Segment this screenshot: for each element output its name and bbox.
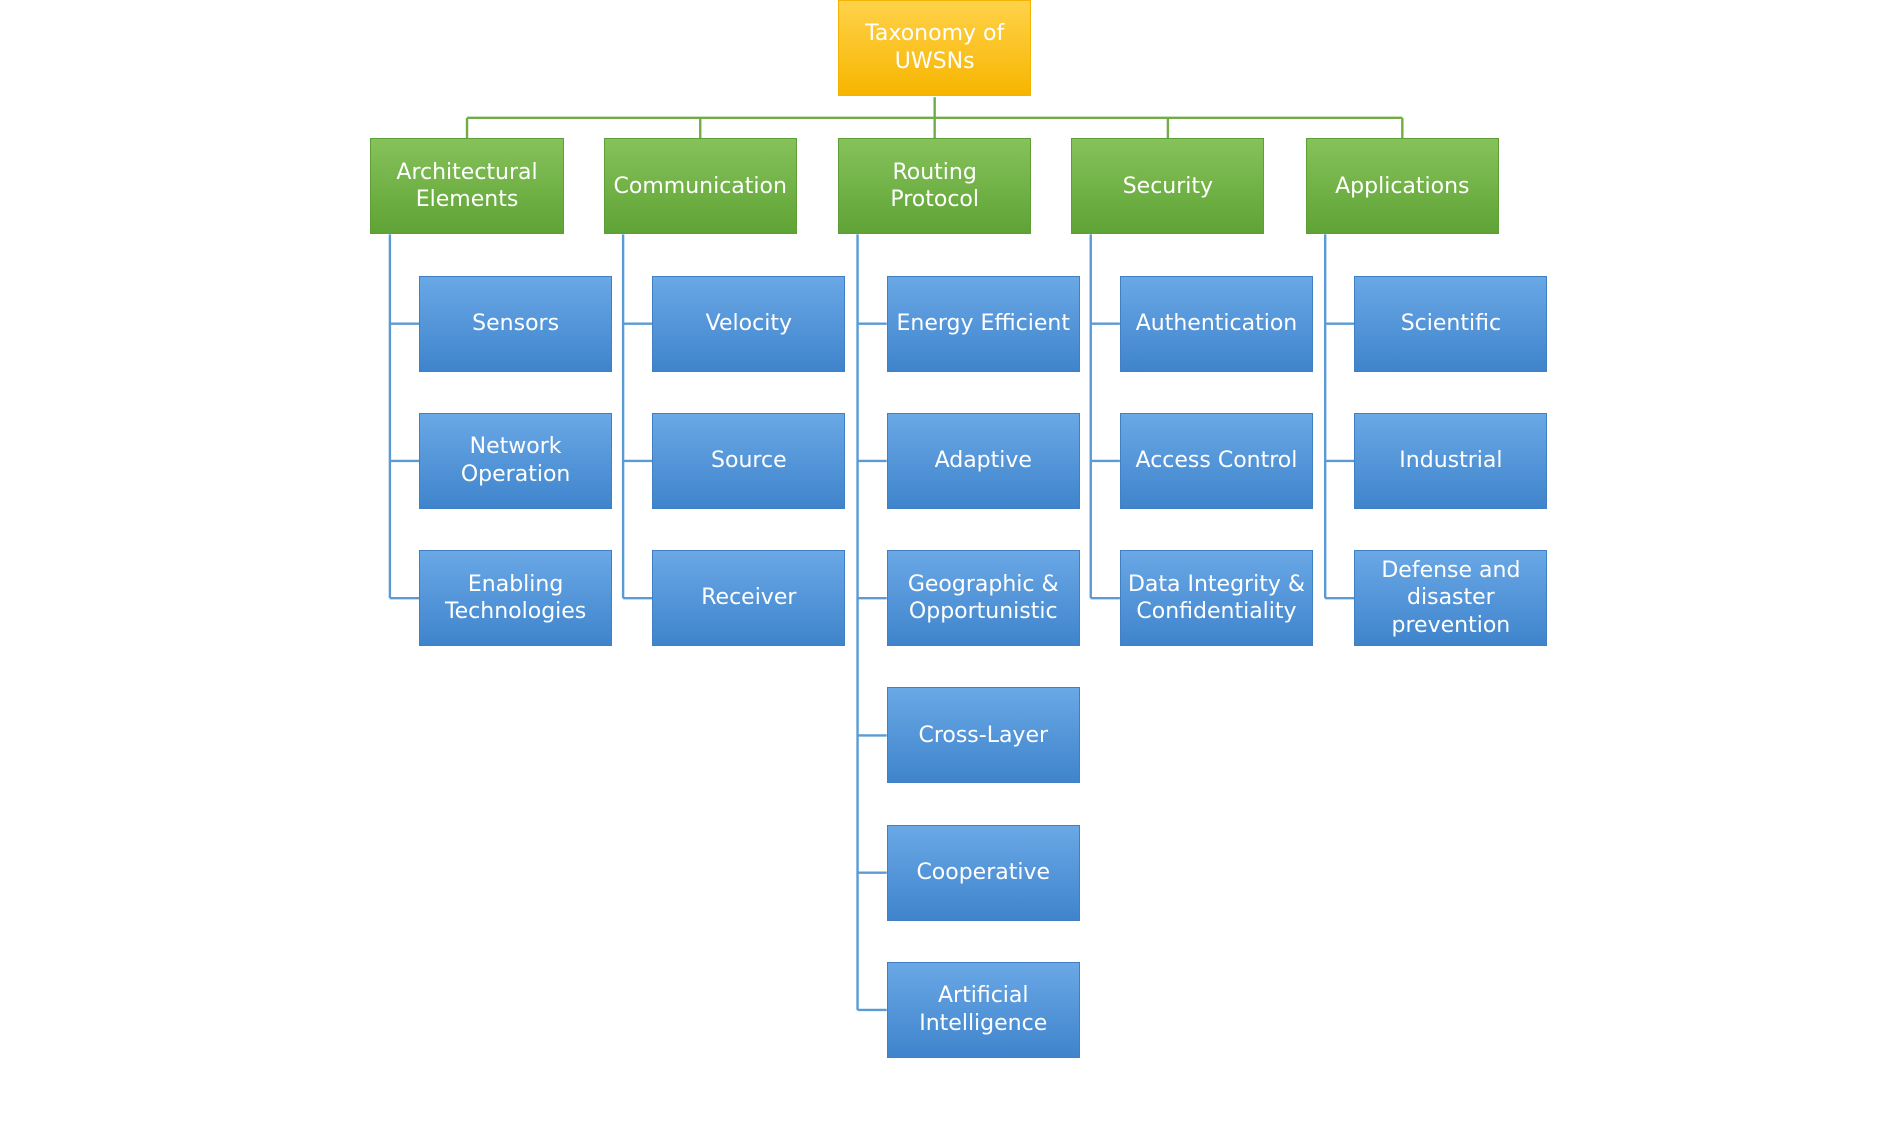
category-label: Architectural Elements: [396, 159, 538, 213]
leaf-defense-and-disaster-prevention: Defense and disaster prevention: [1354, 550, 1548, 647]
leaf-label: Receiver: [701, 585, 797, 611]
leaf-scientific: Scientific: [1354, 275, 1548, 372]
leaf-label: Source: [711, 448, 787, 474]
leaf-industrial: Industrial: [1354, 412, 1548, 509]
leaf-cross-layer: Cross-Layer: [886, 687, 1080, 784]
leaf-access-control: Access Control: [1119, 412, 1314, 509]
leaf-label: Authentication: [1135, 310, 1298, 336]
leaf-velocity: Velocity: [652, 275, 846, 372]
leaf-artificial-intelligence: Artificial Intelligence: [886, 962, 1080, 1058]
leaf-label: Data Integrity & Confidentiality: [1127, 571, 1305, 625]
leaf-receiver: Receiver: [652, 550, 846, 647]
leaf-sensors: Sensors: [419, 275, 613, 372]
leaf-label: Artificial Intelligence: [919, 983, 1048, 1036]
root-label: Taxonomy of UWSNs: [865, 21, 1005, 74]
root-node: Taxonomy of UWSNs: [838, 0, 1032, 96]
category-label: Communication: [613, 173, 787, 199]
leaf-label: Access Control: [1135, 448, 1298, 474]
category-label: Routing Protocol: [890, 159, 979, 213]
leaf-cooperative: Cooperative: [886, 824, 1080, 921]
leaf-label: Adaptive: [934, 448, 1032, 474]
leaf-energy-efficient: Energy Efficient: [886, 275, 1080, 372]
leaf-adaptive: Adaptive: [886, 412, 1080, 509]
leaf-label: Scientific: [1400, 310, 1502, 336]
leaf-geographic-opportunistic: Geographic & Opportunistic: [886, 550, 1080, 647]
leaf-network-operation: Network Operation: [419, 412, 613, 509]
category-applications: Applications: [1305, 138, 1499, 235]
leaf-label: Sensors: [472, 310, 560, 336]
leaf-label: Enabling Technologies: [444, 571, 587, 625]
leaf-label: Energy Efficient: [896, 310, 1071, 336]
leaf-label: Network Operation: [460, 434, 571, 487]
category-communication: Communication: [603, 138, 797, 235]
category-label: Applications: [1335, 173, 1470, 199]
leaf-label: Velocity: [705, 310, 792, 336]
leaf-enabling-technologies: Enabling Technologies: [419, 550, 613, 647]
leaf-label: Cross-Layer: [918, 722, 1049, 748]
leaf-label: Geographic & Opportunistic: [907, 571, 1059, 625]
leaf-source: Source: [652, 412, 846, 509]
leaf-authentication: Authentication: [1119, 275, 1314, 372]
leaf-label: Industrial: [1399, 448, 1503, 474]
category-security: Security: [1071, 138, 1265, 235]
leaf-label: Cooperative: [916, 859, 1051, 885]
leaf-data-integrity-confidentiality: Data Integrity & Confidentiality: [1119, 550, 1314, 647]
category-architectural-elements: Architectural Elements: [370, 138, 564, 235]
leaf-label: Defense and disaster prevention: [1381, 557, 1521, 638]
category-label: Security: [1122, 173, 1214, 199]
category-routing-protocol: Routing Protocol: [838, 138, 1032, 235]
